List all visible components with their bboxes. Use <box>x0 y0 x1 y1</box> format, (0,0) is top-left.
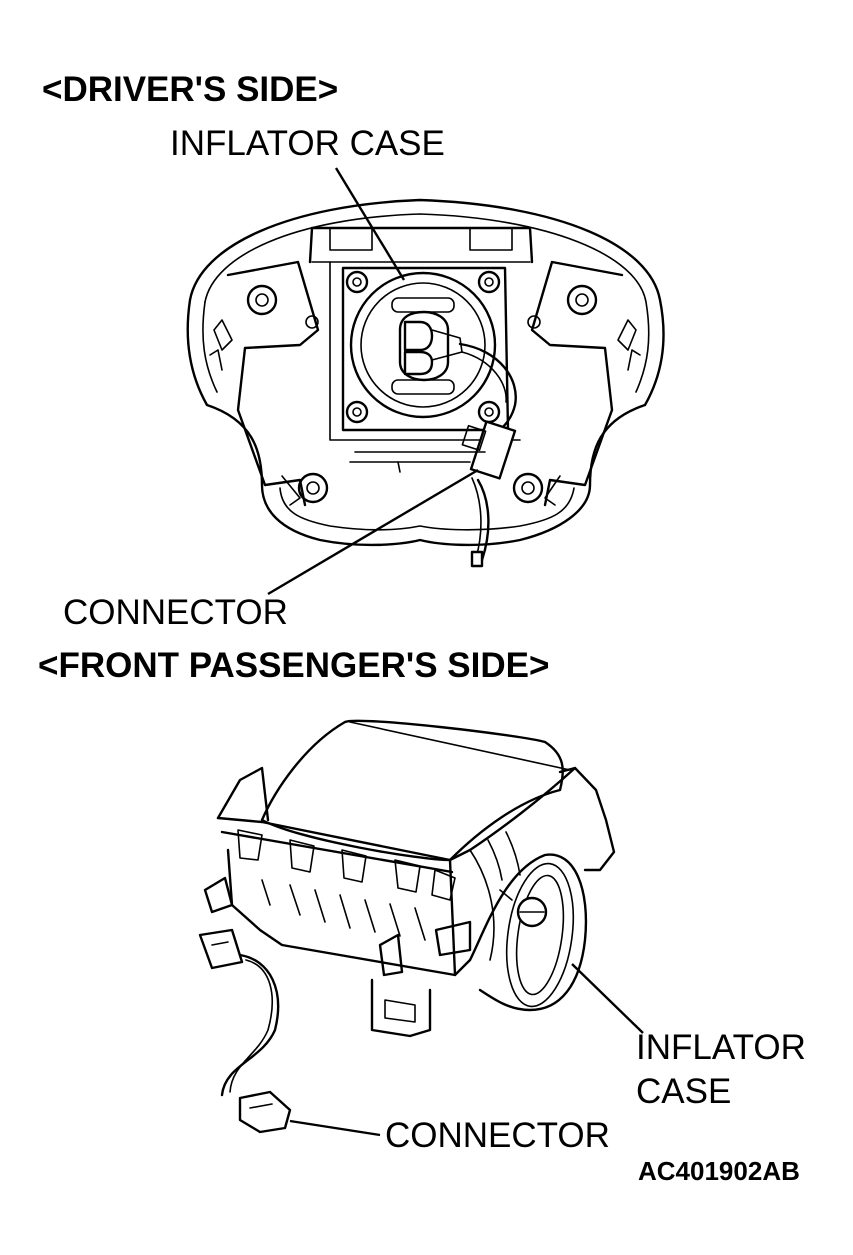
passenger-module-cover <box>260 719 571 862</box>
drivers-side-heading: <DRIVER'S SIDE> <box>42 70 339 109</box>
passenger-housing-vent-slots <box>261 831 521 941</box>
front-passengers-side-heading: <FRONT PASSENGER'S SIDE> <box>38 646 550 685</box>
driver-inflator-case-label: INFLATOR CASE <box>170 124 445 163</box>
driver-module-left-bracket <box>209 260 329 507</box>
passenger-inflator-case <box>468 853 588 1012</box>
passenger-wire-harness <box>198 928 292 1134</box>
driver-inflator-case-leader <box>334 167 406 281</box>
passenger-module-housing <box>216 766 616 977</box>
passenger-inflator-case-leader <box>571 963 644 1034</box>
driver-module-right-bracket <box>512 260 641 507</box>
driver-wire-harness <box>458 342 517 568</box>
driver-connector-leader <box>267 468 479 596</box>
driver-inflator-case <box>349 271 497 419</box>
passenger-mounting-brackets <box>203 876 472 1038</box>
passenger-top-clips <box>237 829 456 901</box>
passenger-connector-label: CONNECTOR <box>385 1116 610 1155</box>
passenger-inflator-case-label-line2: CASE <box>636 1072 732 1111</box>
driver-connector-label: CONNECTOR <box>63 593 288 632</box>
driver-lower-rib <box>349 451 486 473</box>
figure-code: AC401902AB <box>638 1156 800 1186</box>
passenger-connector-leader <box>289 1119 381 1137</box>
passenger-inflator-case-label-line1: INFLATOR <box>636 1028 806 1067</box>
driver-module-top-tabs <box>308 226 534 264</box>
